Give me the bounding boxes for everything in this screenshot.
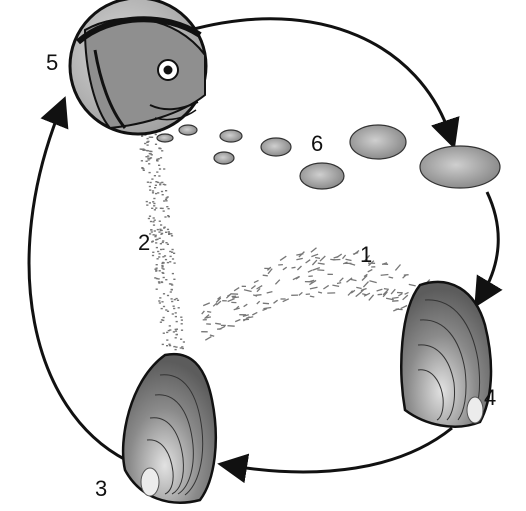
arrow-juveniles-to-mussel-right: [482, 192, 498, 295]
arrow-mussel-right-to-mussel-left: [232, 428, 452, 472]
label-host-fish: 5: [46, 50, 58, 75]
juvenile-mussel-icon: [261, 138, 291, 156]
juvenile-mussel-icon: [179, 125, 197, 135]
juvenile-mussel-icon: [157, 134, 173, 142]
glochidia-drift-cloud: [201, 248, 434, 341]
mussel-icon-right: [401, 282, 491, 427]
juvenile-mussel-icon: [300, 163, 344, 189]
juvenile-mussel-icon: [214, 152, 234, 164]
arrow-fish-to-juveniles: [190, 19, 450, 135]
juvenile-mussel-icon: [350, 125, 406, 159]
label-mussel-left: 3: [95, 476, 107, 501]
juvenile-mussel-icon: [220, 130, 242, 142]
mussel-icon-left: [123, 354, 216, 503]
label-mussel-right: 4: [484, 385, 496, 410]
label-juveniles: 6: [311, 131, 323, 156]
label-glochidia-release: 2: [138, 230, 150, 255]
host-fish-icon: [70, 0, 206, 134]
arrow-mussel-left-to-fish: [29, 110, 126, 460]
juvenile-mussel-icon: [420, 146, 500, 188]
label-glochidia-drift: 1: [360, 242, 372, 267]
